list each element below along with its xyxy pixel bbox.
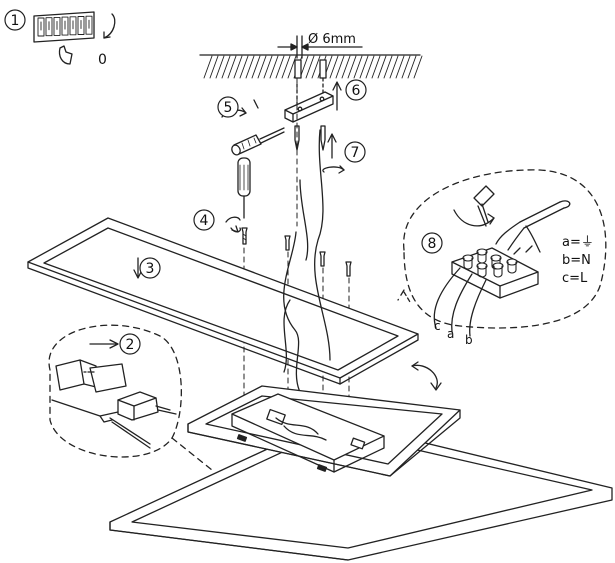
wire-letter-b: b (465, 333, 473, 347)
step-4-number: 4 (200, 213, 209, 229)
step-2-marker: 2 (119, 333, 141, 355)
legend-ground: a=⏚ (562, 235, 594, 250)
wire-letter-a: a (447, 327, 454, 341)
drill-diameter-label: Ø 6mm (308, 32, 356, 47)
screwdriver-vertical (225, 157, 251, 233)
upper-frame-panel (27, 129, 419, 393)
connector-detail (48, 324, 213, 471)
mounting-bracket (284, 77, 334, 151)
step-6-marker: 6 (345, 79, 367, 101)
wire-letters: c a b (434, 319, 473, 347)
step-1-marker: 1 (4, 9, 26, 31)
mounting-screws (241, 227, 352, 277)
step-7-marker: 7 (344, 141, 366, 163)
step-5-number: 5 (224, 100, 233, 116)
fuse-box-icon (33, 11, 116, 65)
legend-live: c=L (562, 271, 588, 286)
wiring-legend: a=⏚ b=N c=L (562, 235, 594, 286)
legend-neutral: b=N (562, 253, 591, 268)
step-5-marker: 5 (217, 96, 239, 118)
wall-plugs (294, 59, 327, 79)
step-4-marker: 4 (193, 209, 215, 231)
step-8-number: 8 (428, 236, 437, 252)
ceiling (199, 54, 423, 79)
step-2-number: 2 (126, 337, 135, 353)
switch-off-label: 0 (98, 52, 107, 68)
step-7-arrows (322, 133, 345, 174)
wiring-detail (397, 169, 607, 337)
step-6-number: 6 (352, 83, 361, 99)
step-3-number: 3 (146, 261, 155, 277)
step-7-number: 7 (351, 145, 360, 161)
step-3-marker: 3 (139, 257, 161, 279)
screwdriver-horizontal (221, 99, 285, 156)
step-1-number: 1 (11, 13, 20, 29)
drill-diameter-dimension: Ø 6mm (277, 32, 363, 59)
step-8-marker: 8 (421, 232, 443, 254)
step-6-arrow (332, 81, 342, 111)
driver-housing (231, 393, 385, 473)
wire-letter-c: c (434, 319, 441, 333)
flip-arrow (403, 291, 442, 391)
